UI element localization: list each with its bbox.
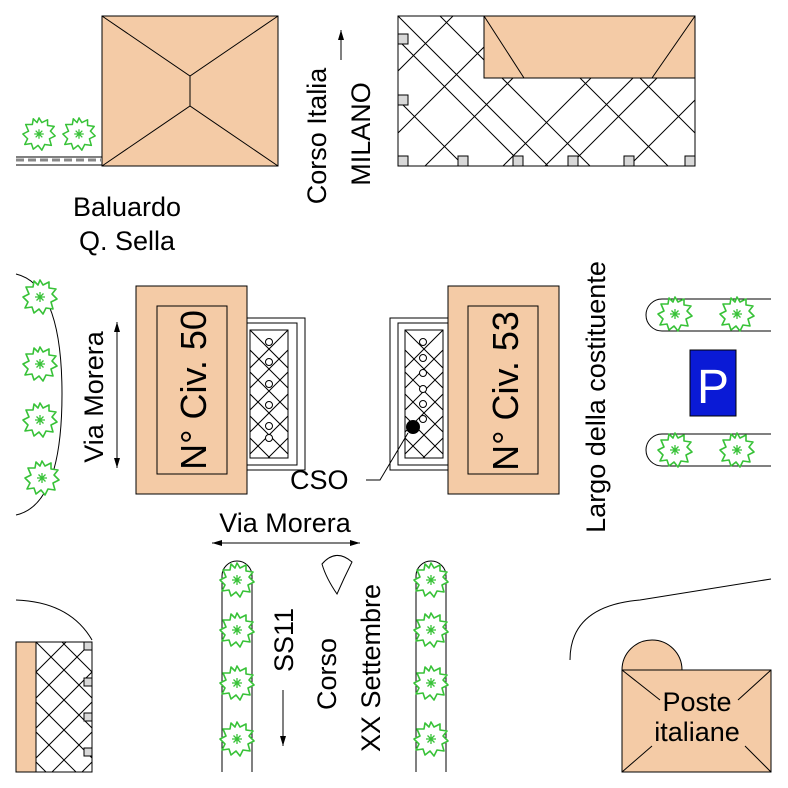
median-left: [219, 560, 255, 772]
baluardo-label-line1: Baluardo: [73, 192, 181, 222]
grate-civ-53: [389, 317, 449, 471]
building-civ-53: N° Civ. 53: [447, 285, 560, 495]
via-morera-horizontal: Via Morera: [212, 508, 360, 546]
corso-italia-label: Corso Italia: [302, 67, 332, 205]
poste-label-line2: italiane: [654, 717, 740, 747]
via-morera-horizontal-label: Via Morera: [219, 508, 352, 538]
baluardo-label-line2: Q. Sella: [79, 226, 176, 256]
parking-strip-top: [645, 296, 771, 332]
median-right: [413, 560, 449, 772]
tree-icon: [62, 117, 96, 151]
tree-icon: [719, 432, 755, 468]
ss11-group: SS11: [269, 608, 299, 746]
building-top-left: [101, 15, 279, 167]
piazza-top-right: [397, 15, 696, 167]
milano-label: MILANO: [346, 82, 376, 186]
building-poste-italiane: Poste italiane: [569, 578, 772, 773]
cso-label: CSO: [290, 465, 349, 495]
hedge-top-left: [16, 117, 102, 166]
tree-icon: [657, 432, 693, 468]
manhole-icon: [406, 420, 420, 434]
tree-icon: [22, 346, 58, 382]
tree-icon: [22, 279, 58, 315]
parking-sign: P: [689, 349, 737, 417]
arrow-icon: [114, 458, 120, 468]
civ-53-label: N° Civ. 53: [485, 311, 526, 471]
largo-label: Largo della costituente: [581, 261, 611, 533]
tree-icon: [22, 117, 56, 151]
poste-label-line1: Poste: [662, 687, 731, 717]
civ-50-label: N° Civ. 50: [173, 310, 214, 470]
via-morera-vertical: Via Morera: [79, 322, 120, 468]
tree-icon: [24, 460, 60, 496]
cso-marker: CSO: [290, 420, 420, 495]
tree-icon: [719, 296, 755, 332]
tree-icon: [657, 296, 693, 332]
traffic-island: [321, 555, 353, 596]
arrow-icon: [350, 540, 360, 546]
via-morera-vertical-label: Via Morera: [79, 330, 109, 463]
tree-icon: [413, 562, 449, 598]
arrow-icon: [212, 540, 222, 546]
building-civ-50: N° Civ. 50: [135, 285, 248, 495]
tree-icon: [413, 665, 449, 701]
parking-strip-bottom: [645, 432, 771, 468]
ss11-label: SS11: [269, 608, 299, 672]
corso-italia-group: Corso Italia MILANO: [302, 30, 376, 204]
parking-icon: [689, 349, 737, 417]
xx-settembre-label: XX Settembre: [356, 584, 386, 752]
tree-icon: [413, 612, 449, 648]
arrow-icon: [114, 322, 120, 332]
building-bottom-left: [15, 599, 93, 773]
tree-icon: [22, 402, 58, 438]
corso-label: Corso: [312, 638, 342, 710]
left-tree-strip: [15, 273, 63, 516]
arrow-icon: [280, 736, 286, 746]
tree-icon: [219, 721, 255, 757]
tree-icon: [219, 665, 255, 701]
grate-civ-50: [246, 317, 306, 471]
tree-icon: [219, 612, 255, 648]
parking-label: P: [697, 361, 729, 414]
tree-icon: [219, 562, 255, 598]
tree-icon: [413, 721, 449, 757]
